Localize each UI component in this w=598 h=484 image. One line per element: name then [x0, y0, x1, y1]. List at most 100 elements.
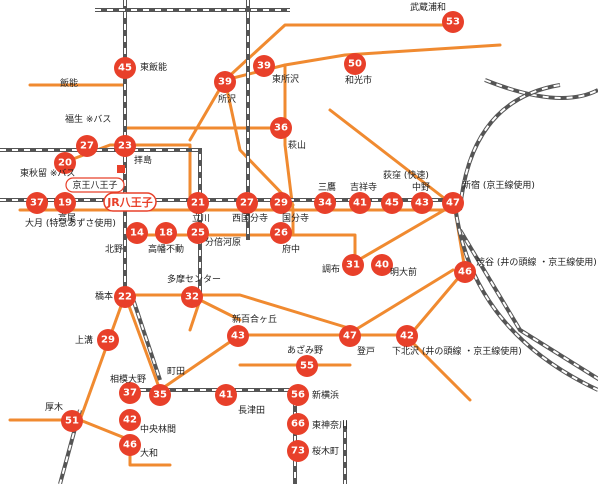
station-circle — [371, 254, 393, 276]
station-label: 所沢 — [218, 93, 236, 105]
station-number: 39 — [218, 77, 232, 88]
station-circle — [97, 329, 119, 351]
station-circle — [227, 325, 249, 347]
station-label: 厚木 — [45, 401, 63, 413]
station-label: 登戸 — [357, 346, 375, 357]
station-number: 43 — [231, 331, 245, 342]
station-circle — [339, 325, 361, 347]
station-number: 14 — [130, 228, 144, 239]
station-n56: 56 新横浜 — [287, 384, 339, 406]
station-number: 22 — [118, 292, 132, 303]
station-n32: 32 多摩センター — [167, 273, 221, 308]
station-label: 分倍河原 — [205, 236, 241, 248]
station-number: 43 — [415, 198, 429, 209]
station-label: 渋谷 (井の頭線 ・京王線使用) — [476, 256, 597, 268]
station-circle — [119, 434, 141, 456]
keio-hachioji-badge — [65, 177, 125, 193]
station-number: 45 — [385, 198, 399, 209]
station-number: 21 — [191, 198, 205, 209]
station-circle — [187, 222, 209, 244]
station-label: 飯能 — [60, 77, 78, 89]
station-number: 51 — [65, 416, 79, 427]
station-circle — [442, 11, 464, 33]
station-number: 34 — [318, 198, 332, 209]
station-circle — [442, 192, 464, 214]
station-label: 立川 — [192, 212, 210, 224]
station-n73: 73 桜木町 — [287, 440, 339, 462]
station-label: 下北沢 (井の頭線 ・京王線使用) — [392, 345, 522, 357]
station-circle — [342, 254, 364, 276]
station-label: 上溝 — [75, 334, 93, 346]
station-number: 50 — [348, 59, 362, 70]
station-circle — [114, 135, 136, 157]
station-label: 多摩センター — [167, 273, 221, 285]
jr-hachioji-badge — [103, 192, 157, 212]
station-label: 和光市 — [345, 74, 372, 86]
station-number: 53 — [446, 17, 460, 28]
station-circle — [76, 135, 98, 157]
station-circle — [126, 222, 148, 244]
station-label: 新横浜 — [312, 389, 339, 401]
station-circle — [314, 192, 336, 214]
station-circle — [26, 192, 48, 214]
station-n43a: 43 中野 — [411, 181, 433, 214]
station-number: 32 — [185, 292, 199, 303]
station-n50: 50 和光市 — [344, 53, 372, 86]
station-number: 27 — [80, 141, 94, 152]
station-circle — [411, 192, 433, 214]
station-number: 46 — [123, 440, 137, 451]
station-number: 47 — [343, 331, 357, 342]
station-circle — [187, 192, 209, 214]
station-number: 47 — [446, 198, 460, 209]
station-label: 高尾 — [58, 212, 76, 224]
station-number: 37 — [30, 198, 44, 209]
station-circle — [270, 222, 292, 244]
station-label: あざみ野 — [287, 344, 323, 356]
station-label: 中野 — [412, 181, 430, 193]
station-number: 29 — [274, 198, 288, 209]
station-circle — [54, 192, 76, 214]
station-label: 東神奈川 — [312, 419, 348, 431]
station-circle — [296, 355, 318, 377]
station-number: 45 — [118, 63, 132, 74]
station-circle — [181, 286, 203, 308]
station-circle — [114, 286, 136, 308]
keio-hachioji-square — [117, 165, 125, 173]
station-label: 東所沢 — [272, 73, 299, 85]
station-number: 31 — [346, 260, 360, 271]
station-number: 56 — [291, 390, 305, 401]
station-label: 拝島 — [134, 154, 152, 166]
station-label: 大和 — [140, 447, 158, 459]
station-label: 相模大野 — [110, 373, 146, 385]
station-number: 20 — [58, 158, 72, 169]
station-circle — [287, 413, 309, 435]
station-circle — [454, 261, 476, 283]
station-label: 中央林間 — [140, 423, 176, 435]
station-circle — [54, 152, 76, 174]
jr-hachioji-label: JR八王子 — [106, 196, 153, 209]
otsuki-label: 大月 (特急あずさ使用) — [25, 217, 116, 229]
station-number: 73 — [291, 446, 305, 457]
station-number: 23 — [118, 141, 132, 152]
station-number: 36 — [274, 123, 288, 134]
station-label: 桜木町 — [312, 445, 339, 457]
otsuki-text: 大月 (特急あずさ使用) — [25, 217, 116, 229]
station-number: 41 — [219, 390, 233, 401]
station-number: 42 — [400, 331, 414, 342]
station-label: 武蔵浦和 — [410, 1, 446, 13]
station-circle — [270, 117, 292, 139]
